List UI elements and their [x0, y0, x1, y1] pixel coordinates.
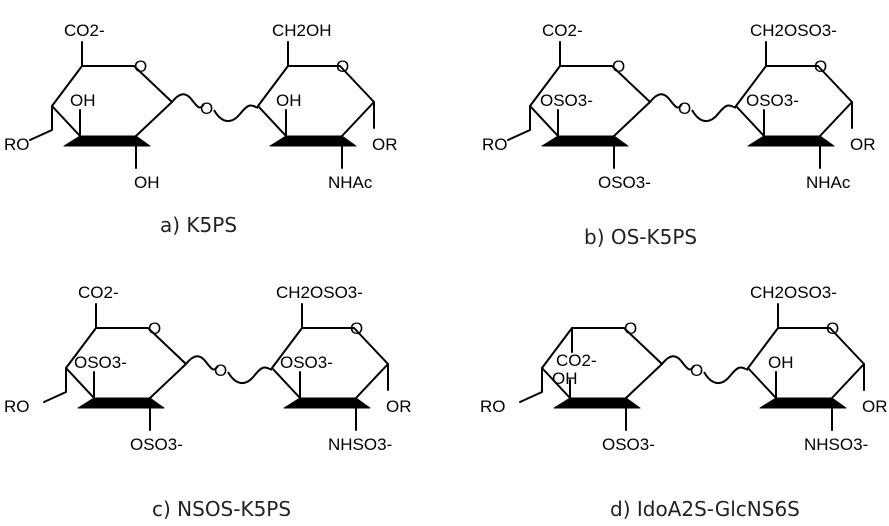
left-ring: [43, 303, 187, 431]
glycosidic-linkage: [171, 93, 205, 109]
glycosidic-linkage: [661, 355, 695, 371]
left-bottom-label: OH: [134, 173, 160, 192]
ring-oxygen: O: [624, 319, 637, 338]
left-bottom-label: OSO3-: [130, 435, 183, 454]
linkage-oxygen: O: [200, 99, 213, 118]
ring-oxygen: O: [814, 57, 827, 76]
ring-oxygen: O: [826, 319, 839, 338]
caption-a: a) K5PS: [160, 213, 237, 237]
left-ring3b-label: CO2-: [556, 351, 597, 370]
right-ring3-label: OSO3-: [280, 353, 333, 372]
right-ring: [735, 41, 853, 169]
panel-a: CO2- O RO OH OH O CH2OH O OH OR NHAc a) …: [4, 21, 398, 237]
or-label: OR: [862, 397, 888, 416]
panel-b: CO2- O RO OSO3- OSO3- O CH2OSO3- O OSO3-…: [482, 21, 876, 249]
or-label: OR: [372, 135, 398, 154]
right-ring: [271, 303, 389, 431]
left-ring: [519, 327, 663, 431]
left-ring3-label: OH: [552, 369, 578, 388]
glycosidic-linkage: [649, 93, 683, 109]
left-ring: [29, 41, 173, 169]
right-bottom-label: NHAc: [806, 173, 851, 192]
right-ring3-label: OSO3-: [746, 91, 799, 110]
left-top-label: CO2-: [542, 21, 583, 40]
ring-oxygen: O: [612, 57, 625, 76]
caption-d: d) IdoA2S-GlcNS6S: [610, 497, 800, 521]
linkage-oxygen: O: [690, 361, 703, 380]
left-ring3-label: OH: [70, 91, 96, 110]
glycosidic-linkage: [185, 355, 219, 371]
right-ring3-label: OH: [276, 91, 302, 110]
left-top-label: CO2-: [64, 21, 105, 40]
ring-oxygen: O: [350, 319, 363, 338]
or-label: OR: [850, 135, 876, 154]
ro-label: RO: [4, 397, 30, 416]
right-top-label: CH2OSO3-: [276, 283, 363, 302]
left-bottom-label: OSO3-: [602, 435, 655, 454]
ro-label: RO: [480, 397, 506, 416]
right-top-label: CH2OSO3-: [750, 283, 837, 302]
ring-oxygen: O: [134, 57, 147, 76]
right-ring: [257, 41, 375, 169]
or-label: OR: [386, 397, 412, 416]
ro-label: RO: [482, 135, 508, 154]
linkage-oxygen: O: [214, 361, 227, 380]
linkage-oxygen: O: [678, 99, 691, 118]
right-bottom-label: NHAc: [328, 173, 373, 192]
right-top-label: CH2OH: [272, 21, 332, 40]
ring-oxygen: O: [336, 57, 349, 76]
caption-c: c) NSOS-K5PS: [152, 497, 291, 521]
left-ring3-label: OSO3-: [540, 91, 593, 110]
caption-b: b) OS-K5PS: [584, 225, 697, 249]
left-ring: [507, 41, 651, 169]
ro-label: RO: [4, 135, 30, 154]
panel-c: CO2- O RO OSO3- OSO3- O CH2OSO3- O OSO3-…: [4, 283, 412, 521]
right-ring: [747, 303, 865, 431]
ring-oxygen: O: [148, 319, 161, 338]
left-bottom-label: OSO3-: [598, 173, 651, 192]
right-bottom-label: NHSO3-: [328, 435, 392, 454]
right-top-label: CH2OSO3-: [750, 21, 837, 40]
left-top-label: CO2-: [78, 283, 119, 302]
left-ring3-label: OSO3-: [74, 353, 127, 372]
right-ring3-label: OH: [768, 353, 794, 372]
right-bottom-label: NHSO3-: [804, 435, 868, 454]
panel-d: CO2- OH O RO OSO3- O CH2OSO3- O OH OR NH…: [480, 283, 888, 521]
